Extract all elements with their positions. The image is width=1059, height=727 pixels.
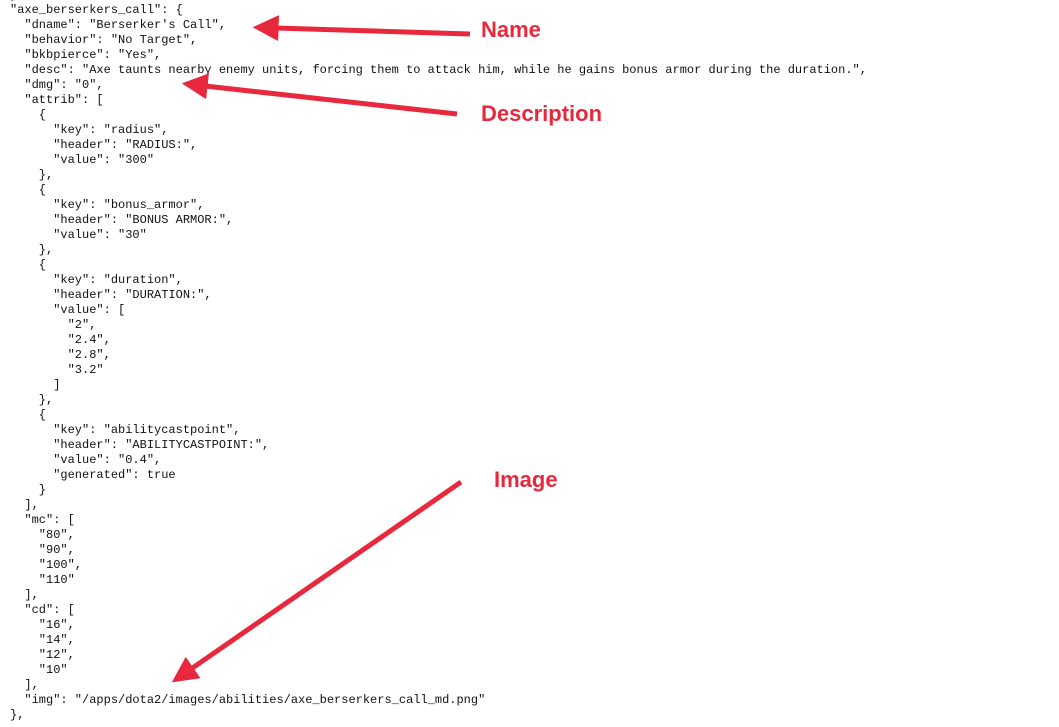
description-callout-label: Description <box>481 101 603 126</box>
code-line: "value": "30" <box>10 228 147 242</box>
code-line: } <box>10 483 47 497</box>
image-arrow <box>171 479 463 683</box>
code-line: "key": "bonus_armor", <box>10 198 205 212</box>
image-callout-label: Image <box>494 467 558 492</box>
code-line: "2.4", <box>10 333 111 347</box>
code-line: "10" <box>10 663 68 677</box>
name-arrow <box>252 15 471 42</box>
code-line: "2", <box>10 318 97 332</box>
code-line: "dname": "Berserker's Call", <box>10 18 227 32</box>
code-line: "110" <box>10 573 75 587</box>
code-line: "100", <box>10 558 83 572</box>
code-line: "80", <box>10 528 75 542</box>
name-callout-label: Name <box>481 17 541 42</box>
code-line: "key": "radius", <box>10 123 169 137</box>
code-line: }, <box>10 0 867 3</box>
code-line: "dmg": "0", <box>10 78 104 92</box>
code-line: "16", <box>10 618 75 632</box>
json-code-listing: },"axe_berserkers_call": { "dname": "Ber… <box>10 0 867 723</box>
code-line: }, <box>10 168 54 182</box>
code-line: "img": "/apps/dota2/images/abilities/axe… <box>10 693 486 707</box>
code-line: "header": "DURATION:", <box>10 288 212 302</box>
code-line: }, <box>10 243 54 257</box>
code-line: "key": "abilitycastpoint", <box>10 423 241 437</box>
code-line: "value": "0.4", <box>10 453 162 467</box>
code-line: ] <box>10 378 61 392</box>
code-line: "12", <box>10 648 75 662</box>
code-line: }, <box>10 708 25 722</box>
code-line: { <box>10 108 47 122</box>
code-line: "header": "BONUS ARMOR:", <box>10 213 234 227</box>
code-line: "14", <box>10 633 75 647</box>
code-line: ], <box>10 588 39 602</box>
code-line: "90", <box>10 543 75 557</box>
code-line: "2.8", <box>10 348 111 362</box>
code-line: "attrib": [ <box>10 93 104 107</box>
code-line: "header": "RADIUS:", <box>10 138 198 152</box>
code-line: "value": [ <box>10 303 126 317</box>
code-line: "generated": true <box>10 468 176 482</box>
code-line: "cd": [ <box>10 603 75 617</box>
code-line: "bkbpierce": "Yes", <box>10 48 162 62</box>
code-line: }, <box>10 393 54 407</box>
code-line: "behavior": "No Target", <box>10 33 198 47</box>
code-line: "mc": [ <box>10 513 75 527</box>
code-line: { <box>10 408 47 422</box>
code-line: ], <box>10 498 39 512</box>
code-line: "axe_berserkers_call": { <box>10 3 183 17</box>
code-line: "3.2" <box>10 363 104 377</box>
code-line: ], <box>10 678 39 692</box>
code-line: { <box>10 183 47 197</box>
description-arrow <box>181 73 458 117</box>
code-line: "key": "duration", <box>10 273 183 287</box>
code-line: "desc": "Axe taunts nearby enemy units, … <box>10 63 867 77</box>
code-line: "value": "300" <box>10 153 155 167</box>
code-line: { <box>10 258 47 272</box>
code-line: "header": "ABILITYCASTPOINT:", <box>10 438 270 452</box>
